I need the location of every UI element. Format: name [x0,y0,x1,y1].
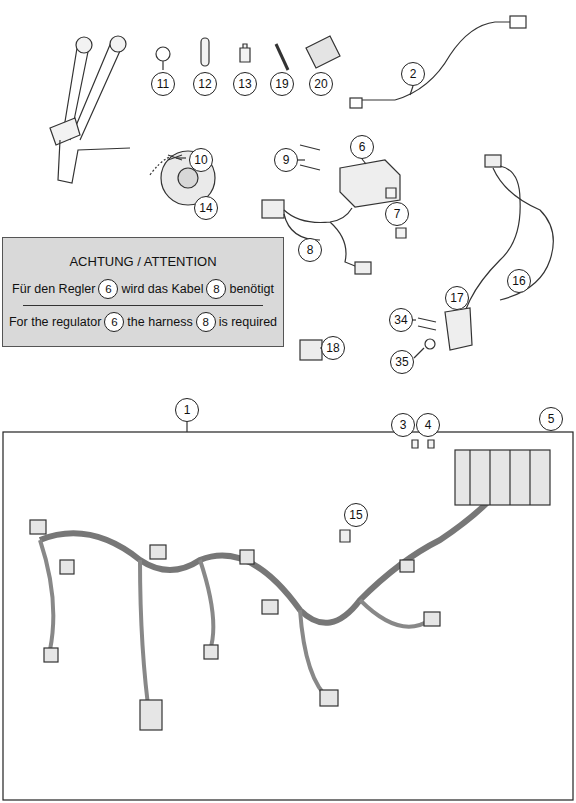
callout-number: 6 [350,135,374,159]
callout-number: 14 [194,196,218,220]
callout-number: 18 [321,336,345,360]
notice-line: Für den Regler6wird das Kabel8benötigt [3,279,283,299]
notice-text: Für den Regler [12,282,95,296]
notice-box: ACHTUNG / ATTENTIONFür den Regler6wird d… [2,237,284,347]
notice-text: is required [219,315,277,329]
callout-number: 11 [151,72,175,96]
callout-number: 16 [507,269,531,293]
regulator [340,160,400,207]
callout-number: 7 [385,202,409,226]
divider-line [23,305,263,306]
callout-number: 6 [104,312,124,332]
notice-line: For the regulator6the harness 8is require… [3,312,283,332]
callout-number: 35 [390,350,414,374]
notice-text: wird das Kabel [121,282,203,296]
callout-number: 20 [309,72,333,96]
callout-number: 13 [233,72,257,96]
notice-text: the harness [127,315,192,329]
notice-heading: ACHTUNG / ATTENTION [3,254,283,269]
callout-number: 12 [193,72,217,96]
callout-number: 15 [344,503,368,527]
notice-text: For the regulator [9,315,101,329]
harness-frame [3,432,573,800]
callout-number: 8 [206,279,226,299]
callout-number: 2 [401,62,425,86]
fuse-box [455,450,550,505]
callout-number: 8 [298,238,322,262]
callout-number: 4 [416,413,440,437]
callout-number: 6 [98,279,118,299]
callout-number: 10 [189,148,213,172]
callout-number: 19 [270,72,294,96]
callout-number: 5 [539,407,563,431]
callout-number: 34 [389,308,413,332]
callout-number: 3 [391,413,415,437]
callout-number: 8 [196,312,216,332]
callout-number: 17 [445,286,469,310]
callout-number: 1 [175,398,199,422]
notice-text: benötigt [229,282,273,296]
callout-number: 9 [274,148,298,172]
